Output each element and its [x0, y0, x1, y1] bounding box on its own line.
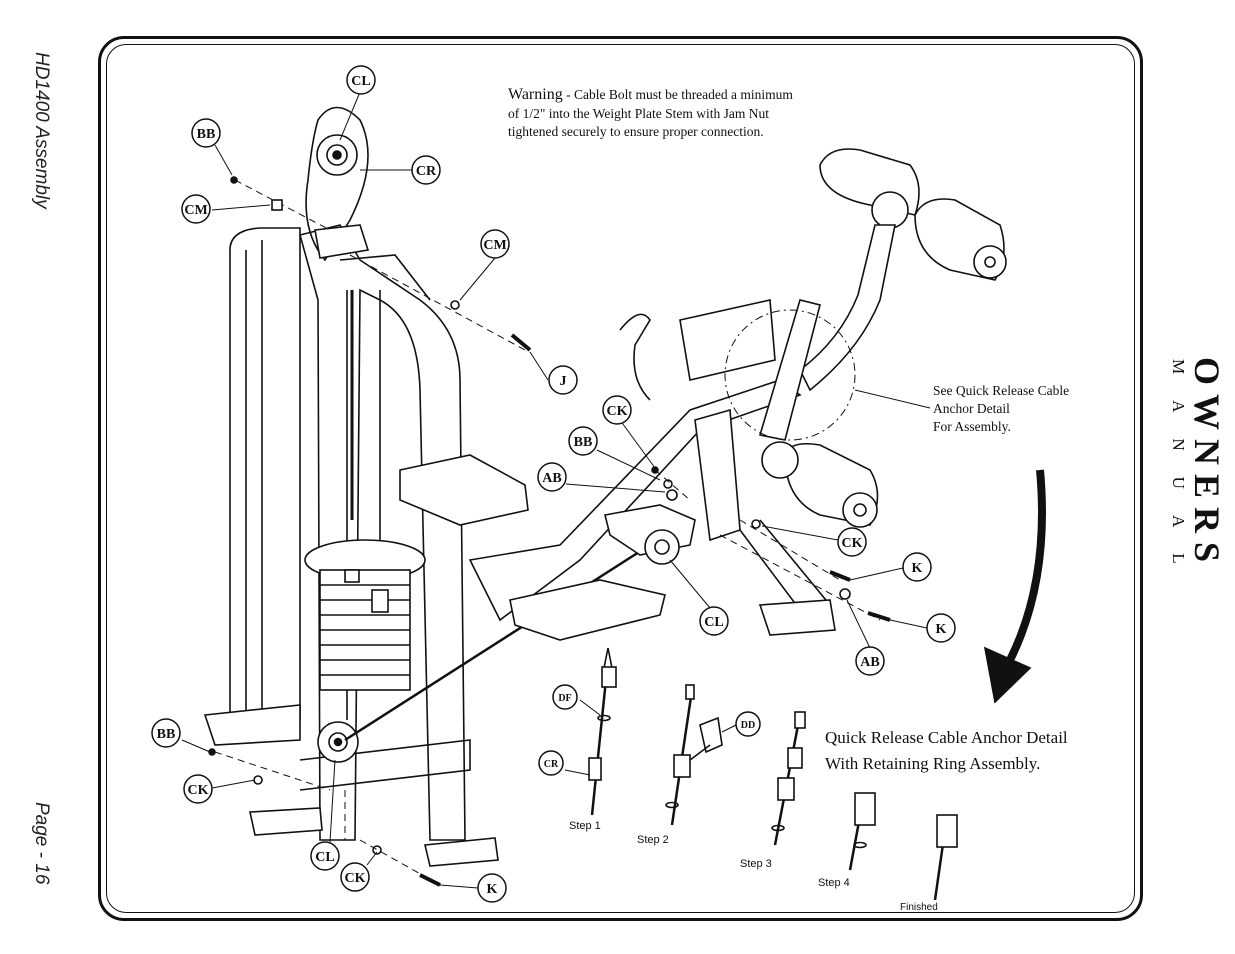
quick-release-title-line: With Retaining Ring Assembly.: [825, 754, 1041, 773]
callout-ck-bottom-left: CK: [183, 774, 213, 804]
quick-release-title-line: Quick Release Cable Anchor Detail: [825, 728, 1068, 747]
callout-cl-bottom: CL: [310, 841, 340, 871]
svg-text:CL: CL: [704, 615, 723, 630]
svg-text:CL: CL: [351, 74, 370, 89]
callout-bb-mid: BB: [568, 426, 598, 456]
svg-text:K: K: [936, 622, 947, 637]
callout-k-bottom: K: [477, 873, 507, 903]
svg-text:DF: DF: [558, 693, 571, 704]
step-4-label: Step 4: [818, 877, 850, 889]
step-3-parts: [771, 711, 806, 846]
svg-text:J: J: [560, 374, 567, 389]
callout-k-right-upper: K: [902, 552, 932, 582]
finished-label: Finished: [900, 902, 938, 913]
detail-reference-note: See Quick Release Cable Anchor Detail Fo…: [933, 382, 1133, 436]
callout-ab-mid: AB: [537, 462, 567, 492]
weight-tower: [203, 106, 651, 867]
warning-text: - Cable Bolt must be threaded a minimum …: [508, 87, 793, 139]
page-frame: [98, 36, 1143, 921]
svg-text:CK: CK: [188, 783, 209, 798]
callout-k-right-lower: K: [926, 613, 956, 643]
callout-bubbles: CL BB CR CM CM J CK BB AB CK K K AB CL B…: [151, 65, 956, 903]
callout-ck-mid: CK: [602, 395, 632, 425]
finished-parts: [933, 814, 958, 901]
callout-cl-top: CL: [346, 65, 376, 95]
page-frame-inner: [106, 44, 1135, 913]
quick-release-title: Quick Release Cable Anchor Detail With R…: [825, 725, 1125, 777]
step-1-label: Step 1: [569, 820, 601, 832]
step-3-label: Step 3: [740, 858, 772, 870]
svg-text:CK: CK: [842, 536, 863, 551]
svg-text:AB: AB: [542, 471, 561, 486]
bottom-pulley: [317, 721, 359, 763]
detail-note-line: For Assembly.: [933, 419, 1011, 434]
warning-heading: Warning: [508, 86, 563, 103]
step-1-parts: [588, 647, 617, 816]
step-4-parts: [848, 792, 876, 871]
callout-ab-right: AB: [855, 646, 885, 676]
warning-note: Warning - Cable Bolt must be threaded a …: [508, 86, 798, 142]
weight-stack: [304, 539, 426, 691]
callout-leaders: [181, 91, 928, 889]
callout-cr-top: CR: [411, 155, 441, 185]
callout-df: DF: [552, 684, 578, 710]
quick-release-steps: [588, 647, 958, 901]
detail-note-line: Anchor Detail: [933, 401, 1010, 416]
svg-text:AB: AB: [860, 655, 879, 670]
callout-cm-left: CM: [181, 194, 211, 224]
callout-dd: DD: [735, 711, 761, 737]
hardware-parts: [208, 176, 891, 887]
svg-text:K: K: [487, 882, 498, 897]
svg-text:DD: DD: [741, 720, 755, 731]
svg-text:BB: BB: [197, 127, 216, 142]
svg-text:CR: CR: [416, 164, 437, 179]
svg-text:CR: CR: [544, 759, 559, 770]
callout-cm-right: CM: [480, 229, 510, 259]
direction-arrow: [983, 469, 1046, 704]
callout-cr-step: CR: [538, 750, 564, 776]
svg-text:BB: BB: [157, 727, 176, 742]
detail-note-line: See Quick Release Cable: [933, 383, 1070, 398]
svg-text:K: K: [912, 561, 923, 576]
leg-bench: [399, 148, 1007, 641]
callout-bb-bottom: BB: [151, 718, 181, 748]
svg-text:CK: CK: [345, 871, 366, 886]
svg-text:CK: CK: [607, 404, 628, 419]
callout-cl-mid: CL: [699, 606, 729, 636]
callout-j: J: [548, 365, 578, 395]
svg-text:BB: BB: [574, 435, 593, 450]
callout-bb-top: BB: [191, 118, 221, 148]
step-2-parts: [665, 684, 723, 826]
callout-ck-right: CK: [837, 527, 867, 557]
callout-ck-bottom: CK: [340, 862, 370, 892]
svg-text:CM: CM: [483, 238, 506, 253]
step-2-label: Step 2: [637, 834, 669, 846]
svg-text:CM: CM: [184, 203, 207, 218]
svg-text:CL: CL: [315, 850, 334, 865]
step-labels: Step 1 Step 2 Step 3 Step 4 Finished: [569, 820, 938, 913]
top-pulley: [305, 106, 370, 262]
